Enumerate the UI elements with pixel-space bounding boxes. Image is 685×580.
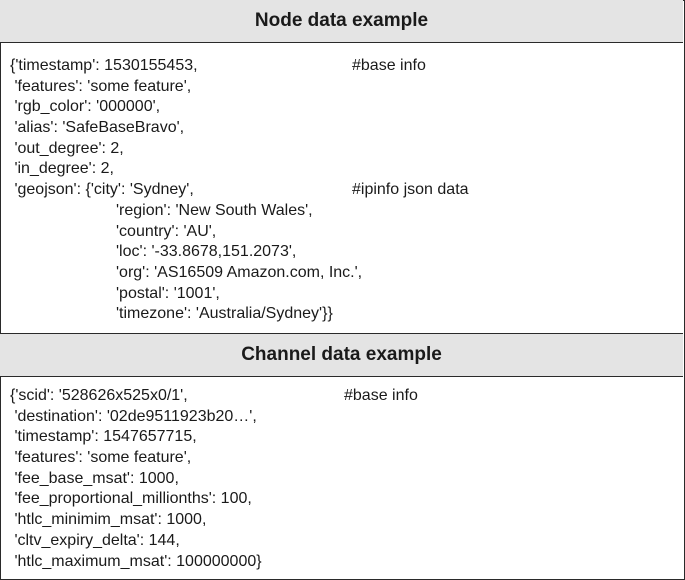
channel-section-title: Channel data example — [241, 344, 442, 365]
code-text: 'timestamp': 1547657715, — [10, 428, 197, 446]
node-section-header: Node data example — [0, 0, 683, 43]
code-text: 'geojson': {'city': 'Sydney', — [10, 181, 194, 199]
code-line: 'timestamp': 1547657715, — [10, 427, 679, 448]
code-line: 'fee_base_msat': 1000, — [10, 469, 679, 490]
code-text: 'features': 'some feature', — [10, 77, 192, 95]
code-line: 'loc': '-33.8678,151.2073', — [10, 242, 679, 263]
code-text: 'postal': '1001', — [116, 284, 220, 302]
code-line: {'timestamp': 1530155453, #base info — [10, 56, 679, 77]
code-line: 'features': 'some feature', — [10, 448, 679, 469]
code-text: 'region': 'New South Wales', — [116, 201, 313, 219]
code-line: 'geojson': {'city': 'Sydney', #ipinfo jso… — [10, 180, 679, 201]
code-comment: #ipinfo json data — [352, 181, 469, 199]
code-text: 'cltv_expiry_delta': 144, — [10, 531, 180, 549]
code-text: 'country': 'AU', — [116, 222, 217, 240]
code-text: 'fee_base_msat': 1000, — [10, 469, 179, 487]
code-text: 'alias': 'SafeBaseBravo', — [10, 119, 185, 137]
code-text: 'destination': '02de9511923b20…', — [10, 407, 257, 425]
code-line: 'org': 'AS16509 Amazon.com, Inc.', — [10, 263, 679, 284]
code-text: 'out_degree': 2, — [10, 139, 124, 157]
code-line: 'htlc_minimim_msat': 1000, — [10, 510, 679, 531]
code-line: 'in_degree': 2, — [10, 159, 679, 180]
node-section-title: Node data example — [254, 10, 429, 31]
code-line: 'rgb_color': '000000', — [10, 97, 679, 118]
code-text: 'rgb_color': '000000', — [10, 98, 161, 116]
code-line: 'out_degree': 2, — [10, 139, 679, 160]
code-text: 'org': 'AS16509 Amazon.com, Inc.', — [116, 263, 363, 281]
code-line: 'country': 'AU', — [10, 222, 679, 243]
code-line: 'htlc_maximum_msat': 100000000} — [10, 552, 679, 573]
code-line: 'region': 'New South Wales', — [10, 201, 679, 222]
code-line: 'timezone': 'Australia/Sydney'}} — [10, 304, 679, 325]
code-comment: #base info — [352, 57, 426, 74]
channel-section-header: Channel data example — [0, 333, 683, 377]
node-data-panel: {'timestamp': 1530155453, #base info 'fea… — [10, 56, 679, 325]
code-text: {'timestamp': 1530155453, — [10, 57, 198, 74]
code-line: 'features': 'some feature', — [10, 77, 679, 98]
code-text: 'features': 'some feature', — [10, 449, 192, 467]
code-text: 'htlc_minimim_msat': 1000, — [10, 511, 207, 529]
code-line: 'cltv_expiry_delta': 144, — [10, 531, 679, 552]
code-line: 'postal': '1001', — [10, 284, 679, 305]
channel-data-panel: {'scid': '528626x525x0/1', #base info 'de… — [10, 386, 679, 572]
code-line: 'fee_proportional_millionths': 100, — [10, 489, 679, 510]
code-text: 'in_degree': 2, — [10, 160, 114, 178]
code-text: 'fee_proportional_millionths': 100, — [10, 490, 252, 508]
code-line: 'alias': 'SafeBaseBravo', — [10, 118, 679, 139]
code-text: 'loc': '-33.8678,151.2073', — [116, 243, 297, 261]
code-text: 'htlc_maximum_msat': 100000000} — [10, 552, 262, 570]
code-text: 'timezone': 'Australia/Sydney'}} — [116, 305, 333, 323]
code-line: {'scid': '528626x525x0/1', #base info — [10, 386, 679, 407]
code-text: {'scid': '528626x525x0/1', — [10, 387, 188, 404]
code-comment: #base info — [344, 387, 418, 404]
code-line: 'destination': '02de9511923b20…', — [10, 407, 679, 428]
